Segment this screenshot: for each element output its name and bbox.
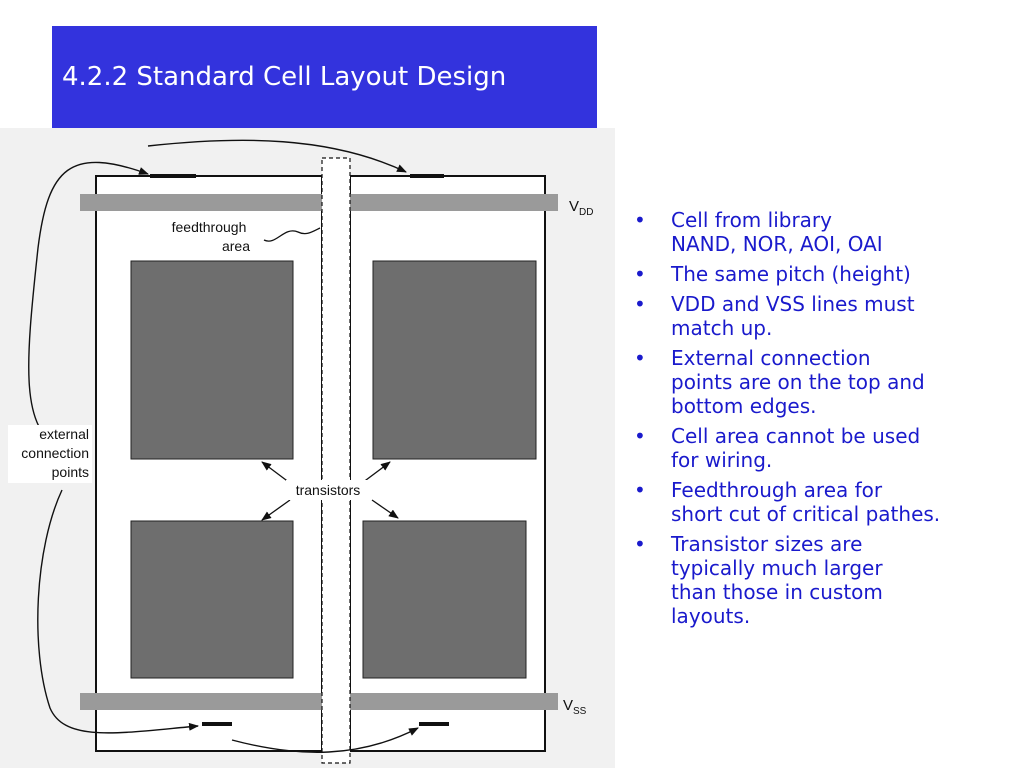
- bullet-line: typically much larger: [671, 556, 883, 580]
- transistor-arrow-bottom-right: [371, 499, 399, 519]
- bullet-line: Cell from library: [671, 208, 832, 232]
- bullet-item: • The same pitch (height): [630, 262, 1015, 286]
- bullet-line: than those in custom: [671, 580, 883, 604]
- pin-top-right: [410, 174, 444, 178]
- vss-label: VSS: [563, 697, 587, 717]
- bullet-line: Feedthrough area for: [671, 478, 883, 502]
- external-label-line3: points: [52, 464, 89, 480]
- transistor-arrow-top-left: [261, 461, 291, 484]
- bullet-line: Transistor sizes are: [671, 532, 863, 556]
- bullet-dot: •: [634, 478, 646, 502]
- feedthrough-label-line1: feedthrough: [172, 219, 247, 235]
- external-curve-top-left: [28, 161, 149, 451]
- feedthrough-label-line2: area: [222, 238, 250, 254]
- transistor-region-bottom-left: [130, 520, 294, 679]
- transistor-arrow-top-right: [361, 461, 391, 484]
- bullet-line: for wiring.: [671, 448, 773, 472]
- transistor-arrow-bottom-left: [261, 499, 291, 521]
- bullet-line: The same pitch (height): [671, 262, 911, 286]
- bullet-line: VDD and VSS lines must: [671, 292, 915, 316]
- bullet-line: Cell area cannot be used: [671, 424, 921, 448]
- bullet-line: bottom edges.: [671, 394, 817, 418]
- title-bar: 4.2.2 Standard Cell Layout Design: [52, 26, 597, 128]
- pin-bottom-right: [419, 722, 449, 726]
- bullet-line: short cut of critical pathes.: [671, 502, 941, 526]
- bullet-line: External connection: [671, 346, 871, 370]
- feedthrough-pointer: [263, 227, 321, 242]
- external-label-line2: connection: [21, 445, 89, 461]
- external-label-bg: [8, 425, 92, 483]
- transistor-region-top-left: [130, 260, 294, 460]
- transistors-label-bg: [286, 480, 370, 500]
- bullet-dot: •: [634, 208, 646, 232]
- pin-bottom-left: [202, 722, 232, 726]
- transistors-label: transistors: [296, 482, 361, 498]
- bullet-dot: •: [634, 346, 646, 370]
- bullet-line: layouts.: [671, 604, 751, 628]
- bullet-dot: •: [634, 532, 646, 556]
- transistor-region-top-right: [372, 260, 537, 460]
- standard-cell-diagram: VDD VSS feedthrough area external connec…: [0, 128, 615, 768]
- page-title: 4.2.2 Standard Cell Layout Design: [62, 62, 507, 92]
- bullet-dot: •: [634, 262, 646, 286]
- external-curve-top-right: [147, 139, 407, 173]
- external-curve-bottom-left: [37, 489, 199, 734]
- transistor-region-bottom-right: [362, 520, 527, 679]
- diagram-svg: VDD VSS feedthrough area external connec…: [0, 128, 615, 768]
- bullet-dot: •: [634, 424, 646, 448]
- external-curve-bottom-right: [231, 727, 419, 753]
- pin-top-left: [150, 174, 196, 178]
- vss-rail: [80, 693, 558, 710]
- bullet-line: match up.: [671, 316, 773, 340]
- external-label-line1: external: [39, 426, 89, 442]
- bullet-dot: •: [634, 292, 646, 316]
- feedthrough-area: [321, 157, 351, 764]
- vdd-label: VDD: [569, 198, 593, 218]
- bullet-line: NAND, NOR, AOI, OAI: [671, 232, 883, 256]
- vdd-rail: [80, 194, 558, 211]
- bullet-line: points are on the top and: [671, 370, 925, 394]
